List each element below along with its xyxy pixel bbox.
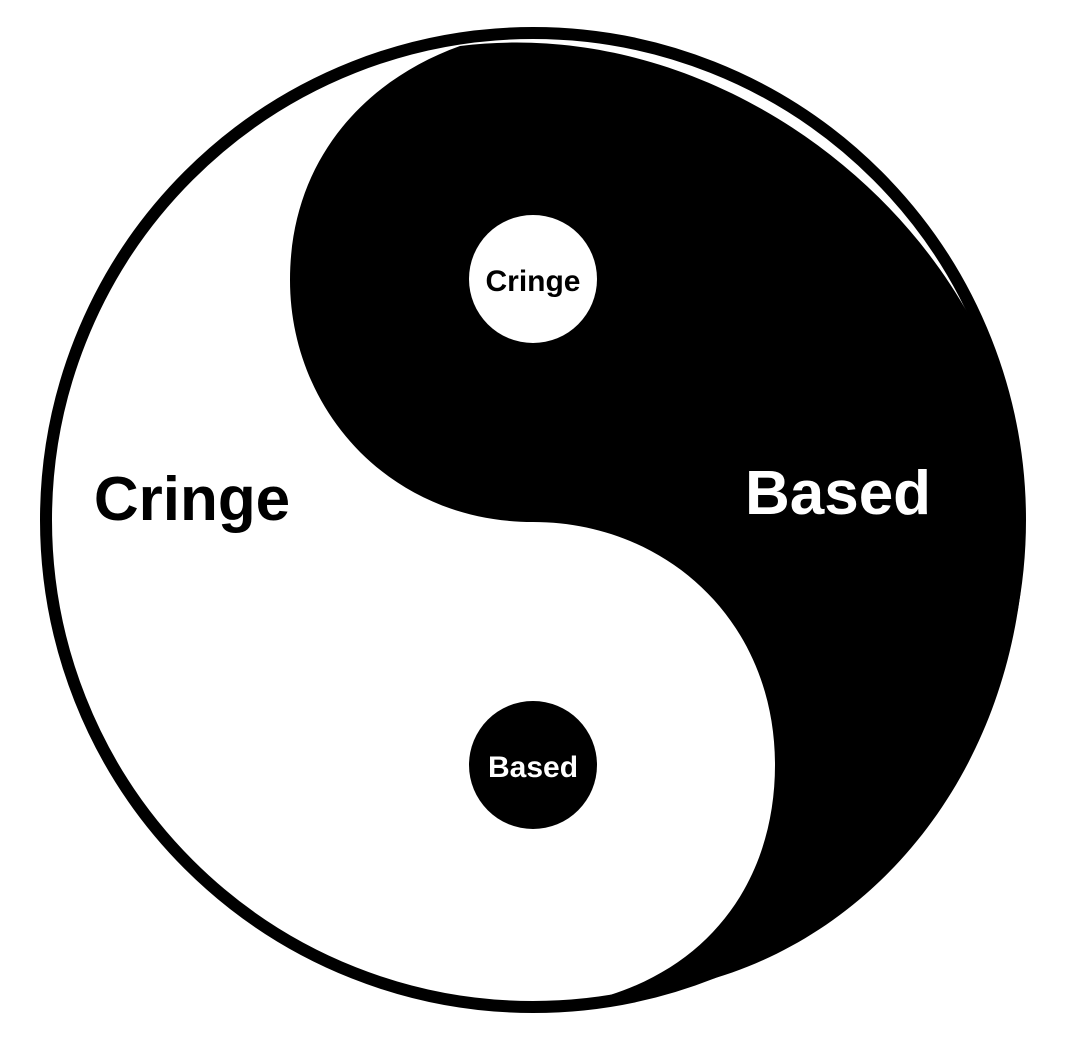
- white-dot: [469, 215, 597, 343]
- black-dot-label: Based: [488, 751, 578, 784]
- white-side-label: Cringe: [94, 465, 290, 534]
- black-side-label: Based: [745, 459, 931, 528]
- black-dot: [469, 701, 597, 829]
- white-dot-label: Cringe: [485, 265, 580, 298]
